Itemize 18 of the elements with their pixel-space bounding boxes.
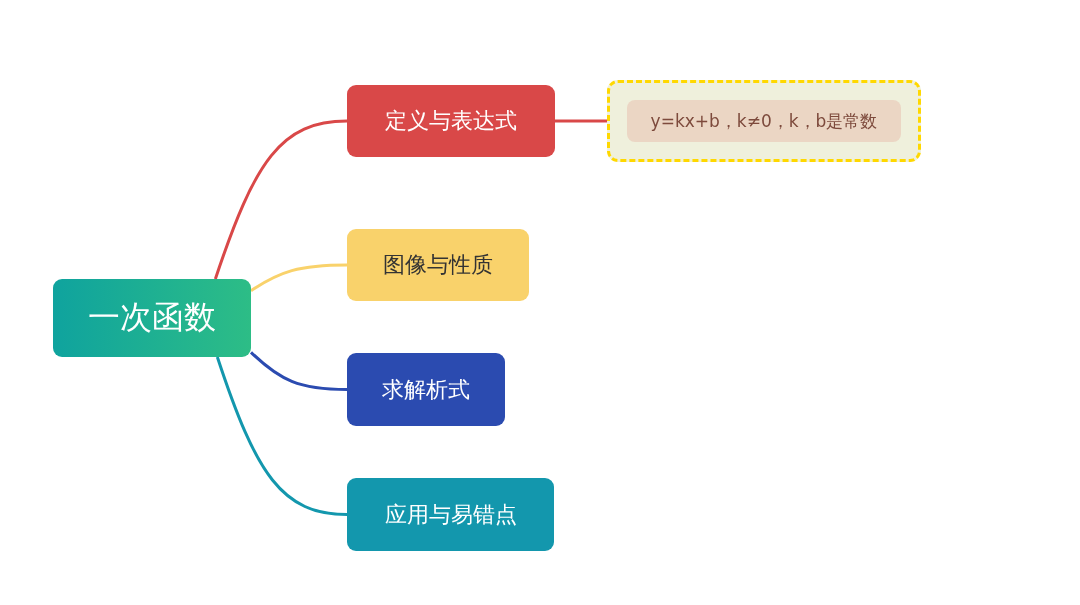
connector-line [215, 356, 348, 516]
topic-text: 应用与易错点 [384, 500, 517, 529]
connector-line [249, 351, 348, 391]
formula-box [627, 100, 901, 142]
topic-text: 图像与性质 [383, 251, 493, 279]
topic-box [347, 353, 505, 426]
connector-line [213, 119, 348, 280]
topic-text: 一次函数 [88, 297, 216, 338]
formula-text: y=kx+b，k≠0，k，b是常数 [650, 109, 878, 133]
connector-line [555, 119, 607, 123]
connector-line [250, 263, 348, 292]
topic-text: 求解析式 [382, 375, 470, 404]
root-topic-box [53, 279, 251, 357]
topic-box [347, 85, 555, 157]
topic-box [347, 478, 554, 551]
topic-box [347, 229, 529, 301]
note-container [607, 80, 921, 162]
topic-text: 定义与表达式 [385, 107, 517, 135]
